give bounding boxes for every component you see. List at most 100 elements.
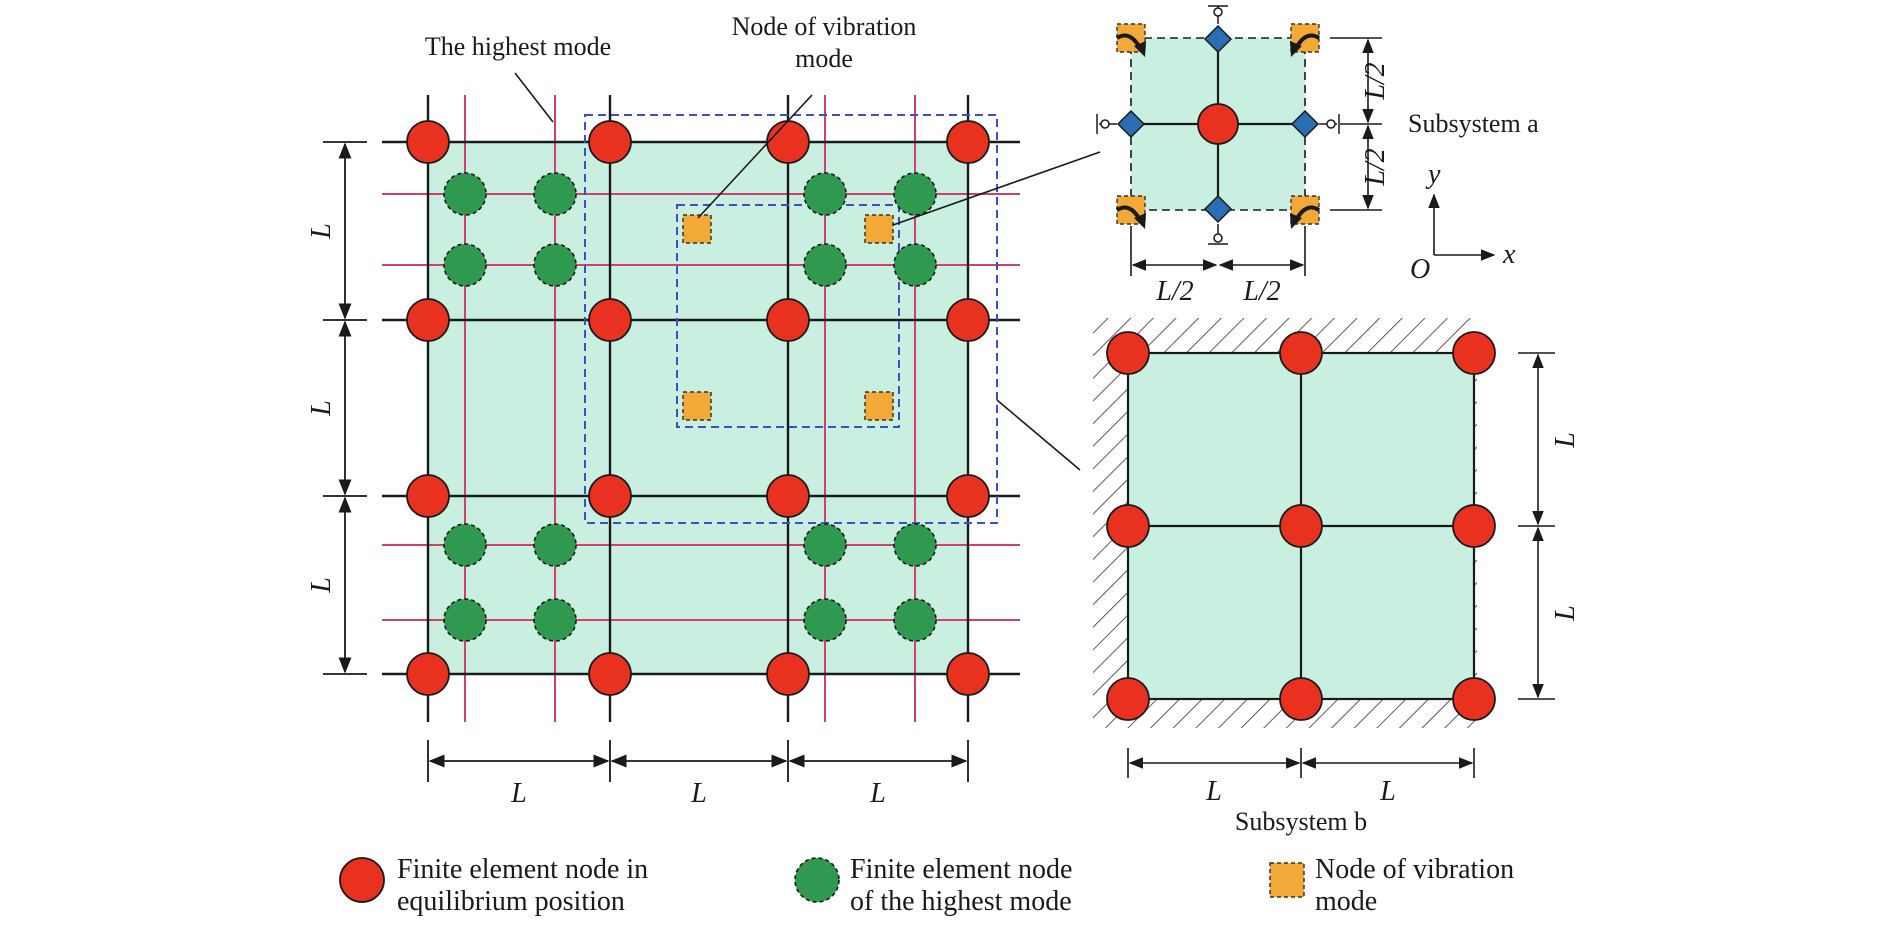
dim-a-half-bottom-2: L/2	[1242, 276, 1280, 307]
vibration-node	[682, 214, 712, 244]
legend-red-circle-icon	[339, 857, 385, 903]
high-mode-node	[533, 243, 577, 287]
dim-left-3: L	[306, 577, 337, 594]
subsystem-a-corner-nodes	[1115, 23, 1321, 229]
highest-mode-label: The highest mode	[425, 32, 611, 61]
subsystem-a-label: Subsystem a	[1408, 109, 1539, 138]
eq-node	[588, 120, 632, 164]
eq-node	[1452, 677, 1496, 721]
eq-node	[1106, 331, 1150, 375]
eq-node	[406, 120, 450, 164]
high-mode-node	[803, 523, 847, 567]
eq-node	[1452, 331, 1496, 375]
legend-item-3-line2: mode	[1315, 886, 1377, 917]
main-system: The highest mode Node of vibration mode …	[306, 12, 1101, 809]
equilibrium-nodes	[406, 120, 990, 696]
dim-bottom-1: L	[510, 778, 527, 809]
eq-node	[588, 652, 632, 696]
subsystem-b-label: Subsystem b	[1235, 807, 1367, 836]
dim-a-half-bottom-1: L/2	[1155, 276, 1193, 307]
node-vibration-label-line1: Node of vibration	[732, 12, 917, 41]
eq-node	[766, 298, 810, 342]
high-mode-node	[893, 523, 937, 567]
equilibrium-grid	[382, 95, 1020, 722]
eq-node	[406, 298, 450, 342]
legend-item-2-line2: of the highest mode	[850, 886, 1072, 917]
dim-b-right-1: L	[1550, 432, 1581, 449]
leader-lines	[514, 72, 1101, 471]
high-mode-node	[533, 172, 577, 216]
subsystem-b-nodes	[1106, 331, 1496, 721]
legend-item-1-line1: Finite element node in	[397, 854, 648, 885]
high-mode-node	[443, 172, 487, 216]
high-mode-node	[533, 598, 577, 642]
axis-origin-label: O	[1410, 254, 1430, 285]
legend-item-3-line1: Node of vibration	[1315, 854, 1514, 885]
dim-b-right-2: L	[1550, 605, 1581, 622]
high-mode-node	[803, 598, 847, 642]
axis-x-label: x	[1502, 239, 1516, 270]
eq-node	[946, 474, 990, 518]
legend-green-dashed-circle-icon	[794, 857, 840, 903]
high-mode-node	[533, 523, 577, 567]
vibration-node	[682, 391, 712, 421]
eq-node	[1106, 504, 1150, 548]
subsystem-a-supports	[1096, 5, 1340, 245]
subsystem-a: L/2 L/2 L/2 L/2 Subsystem a y x O	[1096, 5, 1539, 307]
eq-node	[406, 474, 450, 518]
high-mode-node	[443, 598, 487, 642]
high-mode-node	[443, 243, 487, 287]
left-dimensions	[323, 141, 367, 675]
subsystem-b: L L L L Subsystem b	[1093, 318, 1581, 836]
outer-dashed-box	[584, 114, 998, 524]
eq-node	[766, 120, 810, 164]
legend-item-1-line2: equilibrium position	[397, 886, 625, 917]
eq-node	[588, 298, 632, 342]
dim-bottom-2: L	[690, 778, 707, 809]
node-vibration-label-line2: mode	[795, 44, 853, 73]
eq-node	[946, 120, 990, 164]
eq-node	[946, 652, 990, 696]
dim-a-half-right-2: L/2	[1360, 148, 1391, 186]
dim-left-2: L	[306, 400, 337, 417]
dim-bottom-3: L	[869, 778, 886, 809]
vibration-node	[864, 214, 894, 244]
high-mode-node	[803, 172, 847, 216]
support-diamond	[1290, 109, 1320, 139]
high-mode-node	[443, 523, 487, 567]
eq-node	[1279, 331, 1323, 375]
high-mode-node	[803, 243, 847, 287]
high-mode-node	[893, 172, 937, 216]
bottom-dimensions	[427, 740, 969, 782]
dim-b-bottom-1: L	[1205, 776, 1222, 807]
dim-a-half-right-1: L/2	[1360, 62, 1391, 100]
subsystem-b-bottom-dimensions	[1127, 748, 1475, 778]
eq-node	[766, 474, 810, 518]
inner-dashed-box	[676, 204, 900, 428]
dim-left-1: L	[306, 223, 337, 240]
eq-node	[1197, 103, 1239, 145]
eq-node	[1106, 677, 1150, 721]
axis-y-label: y	[1425, 159, 1441, 190]
eq-node	[946, 298, 990, 342]
eq-node	[1452, 504, 1496, 548]
subsystem-b-right-dimensions	[1518, 352, 1555, 700]
vibration-nodes	[682, 214, 894, 421]
dim-b-bottom-2: L	[1379, 776, 1396, 807]
high-mode-node	[893, 243, 937, 287]
eq-node	[1279, 677, 1323, 721]
support-diamond	[1203, 194, 1233, 224]
axes-icon	[1428, 193, 1496, 261]
subsystem-a-right-dimensions	[1330, 37, 1382, 211]
subsystem-a-bottom-dimensions	[1130, 226, 1306, 276]
highest-mode-nodes	[443, 172, 937, 642]
support-diamond	[1116, 109, 1146, 139]
eq-node	[1279, 504, 1323, 548]
support-diamond	[1203, 24, 1233, 54]
legend-orange-dashed-square-icon	[1269, 862, 1305, 898]
eq-node	[588, 474, 632, 518]
legend-item-2-line1: Finite element node	[850, 854, 1072, 885]
eq-node	[406, 652, 450, 696]
